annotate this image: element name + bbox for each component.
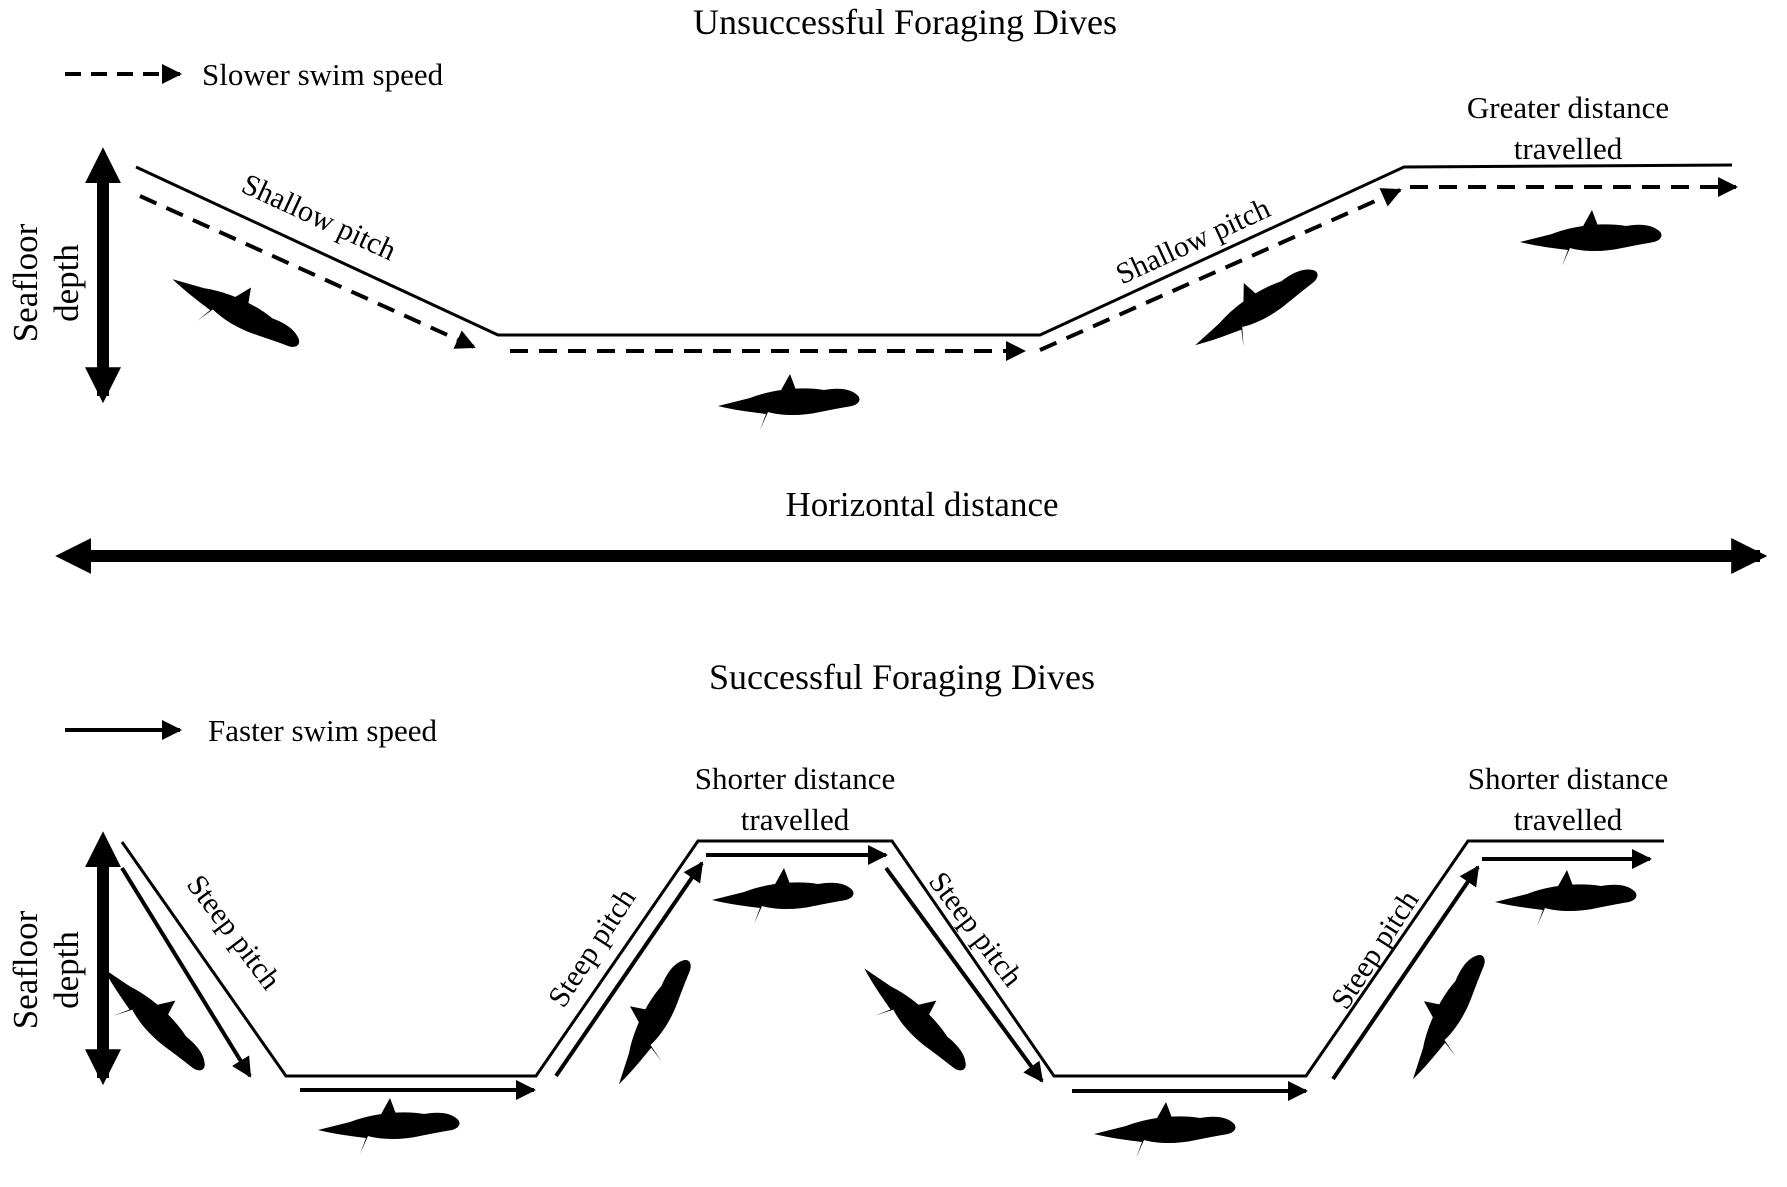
horizontal-distance-label: Horizontal distance bbox=[785, 485, 1058, 524]
legend-faster: Faster swim speed bbox=[65, 713, 438, 748]
depth-label: depth bbox=[47, 244, 86, 322]
depth-label: depth bbox=[47, 931, 86, 1009]
seal-icon bbox=[1094, 1102, 1236, 1158]
seal-icon bbox=[160, 251, 312, 371]
shorter-distance-label-b: Shorter distance bbox=[1468, 761, 1669, 796]
seal-icon bbox=[718, 374, 860, 430]
swim-path-fast bbox=[120, 845, 1652, 1101]
steep-pitch-label-4: Steep pitch bbox=[1325, 885, 1426, 1015]
legend-slower: Slower swim speed bbox=[65, 57, 444, 92]
seafloor-profile-successful bbox=[120, 839, 1664, 1078]
shallow-pitch-ascent-label: Shallow pitch bbox=[1111, 192, 1275, 292]
seal-icon bbox=[1385, 942, 1509, 1092]
successful-panel: Successful Foraging Dives Faster swim sp… bbox=[6, 657, 1668, 1158]
greater-distance-label-2: travelled bbox=[1514, 131, 1623, 166]
unsuccessful-panel: Unsuccessful Foraging Dives Slower swim … bbox=[6, 2, 1738, 430]
seafloor-profile-unsuccessful bbox=[135, 163, 1733, 337]
seal-icon bbox=[1495, 870, 1637, 926]
shorter-distance-label-b-2: travelled bbox=[1514, 802, 1623, 837]
greater-distance-label: Greater distance bbox=[1467, 90, 1669, 125]
steep-pitch-label-1: Steep pitch bbox=[180, 869, 287, 996]
seal-icon bbox=[318, 1098, 460, 1154]
horizontal-axis: Horizontal distance bbox=[55, 485, 1768, 574]
seal-icon bbox=[1520, 210, 1662, 266]
seal-icon bbox=[1180, 250, 1332, 367]
legend-slower-label: Slower swim speed bbox=[202, 57, 444, 92]
legend-faster-label: Faster swim speed bbox=[208, 713, 438, 748]
unsuccessful-title: Unsuccessful Foraging Dives bbox=[693, 2, 1117, 42]
shorter-distance-label-a: Shorter distance bbox=[695, 761, 896, 796]
successful-title: Successful Foraging Dives bbox=[709, 657, 1095, 697]
steep-pitch-label-3: Steep pitch bbox=[922, 866, 1029, 993]
swim-path-slow bbox=[139, 177, 1738, 361]
seal-icon bbox=[712, 868, 854, 924]
seafloor-label: Seafloor bbox=[6, 223, 45, 342]
seal-icon bbox=[846, 947, 983, 1090]
shorter-distance-label-a-2: travelled bbox=[741, 802, 850, 837]
seafloor-label: Seafloor bbox=[6, 910, 45, 1029]
